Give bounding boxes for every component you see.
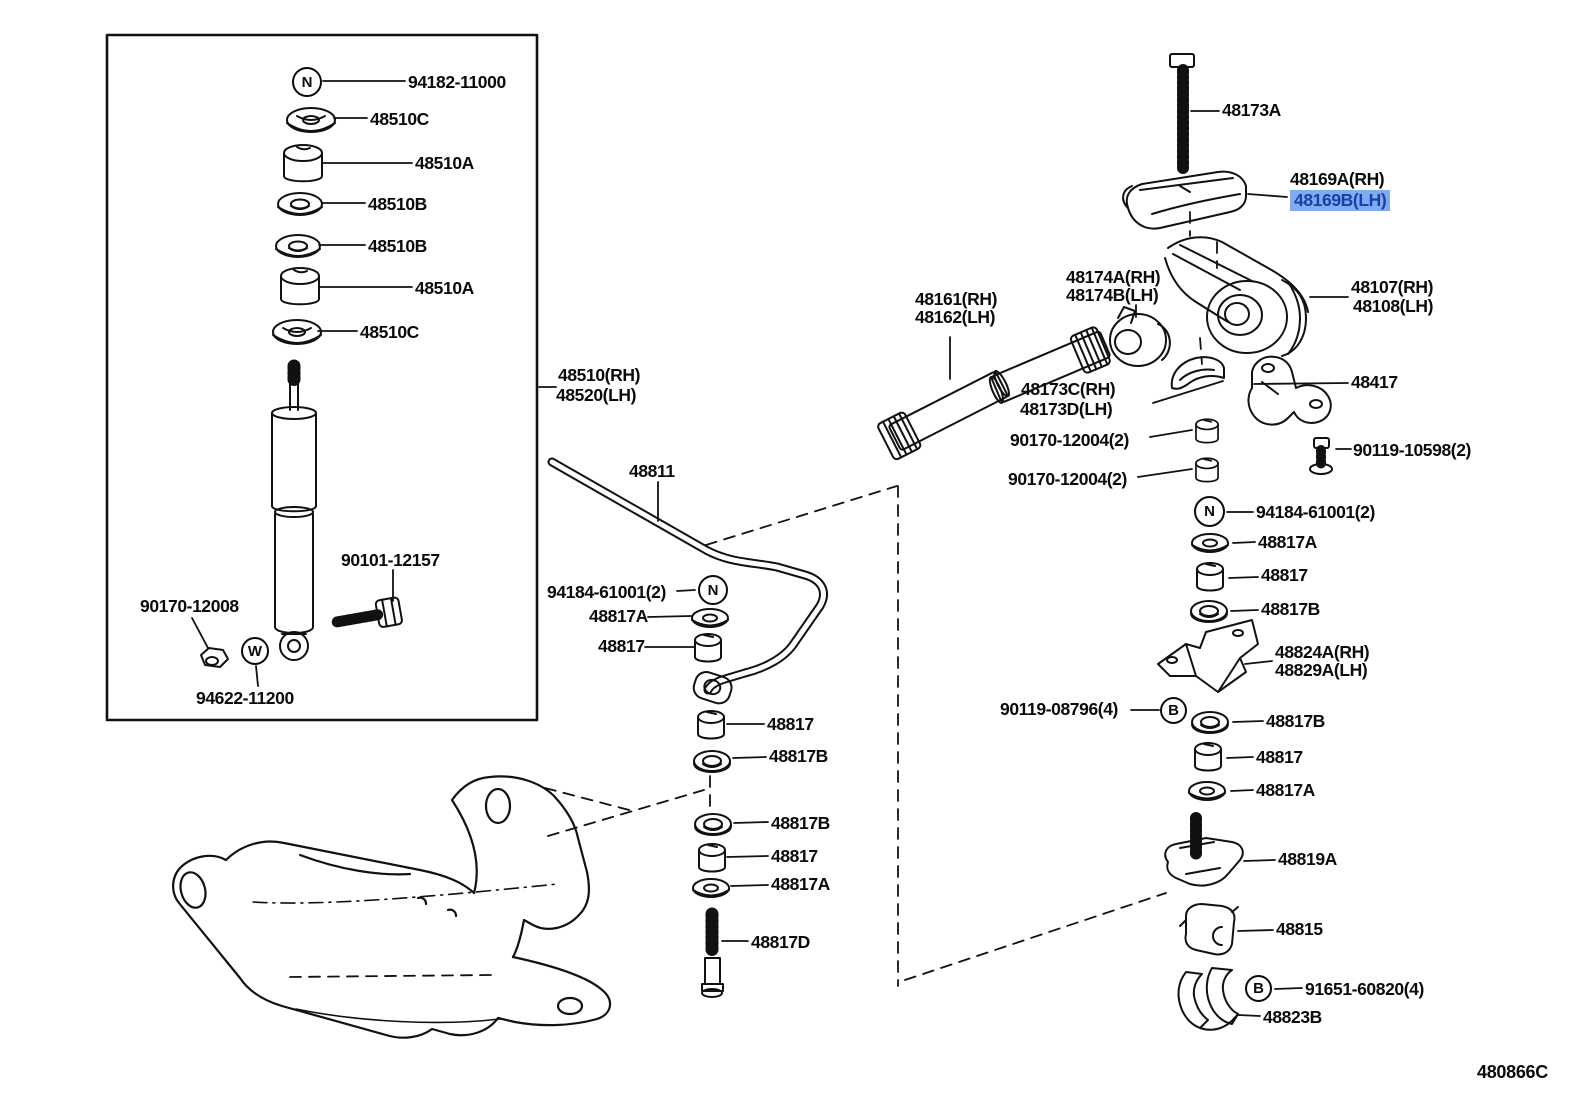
part-label-48817B-c1: 48817B [769,746,828,766]
part-label-48817A-r1: 48817A [1258,532,1317,552]
bolt-marker-1: B [1160,697,1187,724]
part-label-48817A-r2: 48817A [1256,780,1315,800]
nut-marker-mid: N [698,575,728,605]
part-label-48173C-RH: 48173C(RH) [1021,379,1116,399]
part-label-48174B-LH: 48174B(LH) [1066,285,1159,305]
part-label-48417: 48417 [1351,372,1398,392]
part-label-90119-08796: 90119-08796(4) [1000,699,1118,719]
part-label-94184-61001-r: 94184-61001(2) [1256,502,1375,522]
part-label-48817B-r1: 48817B [1261,599,1320,619]
nut-marker-right: N [1194,496,1225,527]
part-label-48169B-LH: 48169B(LH) [1290,190,1391,211]
part-label-48817A-mid: 48817A [589,606,648,626]
part-label-48817B-c2: 48817B [771,813,830,833]
part-label-48162-LH: 48162(LH) [915,307,996,327]
part-label-90101-12157: 90101-12157 [341,550,440,570]
part-label-48817D: 48817D [751,932,810,952]
part-label-48510-RH: 48510(RH) [558,365,640,385]
part-label-48817B-r2: 48817B [1266,711,1325,731]
part-label-48174A-RH: 48174A(RH) [1066,267,1161,287]
part-label-48817A-c1: 48817A [771,874,830,894]
part-label-90170-12004-1: 90170-12004(2) [1010,430,1129,450]
part-label-48161-RH: 48161(RH) [915,289,997,309]
part-label-48108-LH: 48108(LH) [1353,296,1434,316]
part-label-48815: 48815 [1276,919,1323,939]
part-label-48817-c2: 48817 [771,846,818,866]
part-label-90170-12004-2: 90170-12004(2) [1008,469,1127,489]
part-label-48510B-1: 48510B [368,194,427,214]
bolt-marker-2: B [1245,975,1272,1002]
part-label-48173D-LH: 48173D(LH) [1020,399,1113,419]
part-label-90170-12008: 90170-12008 [140,596,239,616]
part-label-48824A-RH: 48824A(RH) [1275,642,1370,662]
part-label-48817-r2: 48817 [1256,747,1303,767]
part-label-48510C-2: 48510C [360,322,419,342]
part-label-91651-60820: 91651-60820(4) [1305,979,1424,999]
part-label-48169A-RH: 48169A(RH) [1290,169,1385,189]
washer-marker-box: W [241,637,269,665]
part-label-48510C-1: 48510C [370,109,429,129]
part-label-48817-mid: 48817 [598,636,645,656]
part-label-48829A-LH: 48829A(LH) [1275,660,1368,680]
part-label-48510A-1: 48510A [415,153,474,173]
part-label-94622-11200: 94622-11200 [196,688,294,708]
part-label-48819A: 48819A [1278,849,1337,869]
part-label-48817-r1: 48817 [1261,565,1308,585]
part-label-48520-LH: 48520(LH) [556,385,637,405]
part-label-48510A-2: 48510A [415,278,474,298]
part-label-48107-RH: 48107(RH) [1351,277,1433,297]
part-label-48173A: 48173A [1222,100,1281,120]
part-label-94184-61001-mid: 94184-61001(2) [547,582,666,602]
part-label-94182-11000: 94182-11000 [408,72,506,92]
part-label-48823B: 48823B [1263,1007,1322,1027]
part-label-48811: 48811 [629,461,675,481]
nut-marker-box: N [292,67,322,97]
figure-code: 480866C [1477,1062,1548,1082]
part-label-48510B-2: 48510B [368,236,427,256]
part-label-48817-c1: 48817 [767,714,814,734]
part-label-90119-10598: 90119-10598(2) [1353,440,1471,460]
